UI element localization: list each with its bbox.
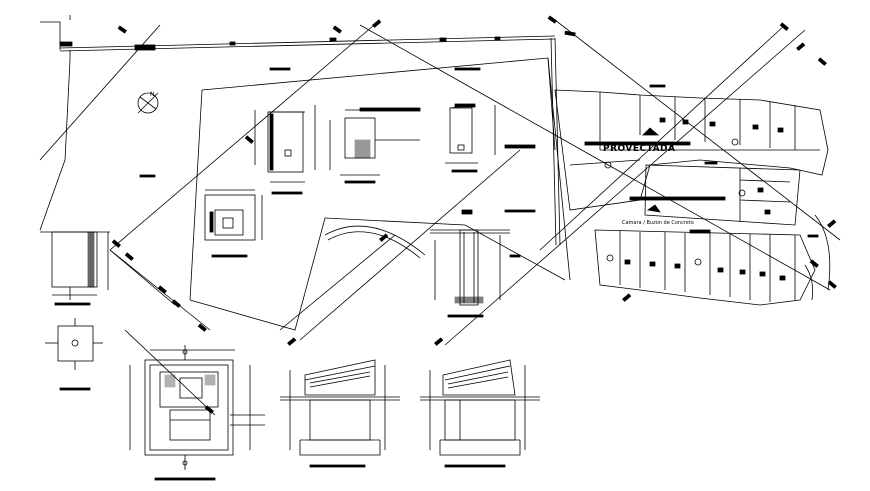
boundary-road: [40, 15, 556, 60]
building-block-lower: [594, 229, 816, 306]
detail-section-a: [254, 105, 316, 195]
chamber-label: Camara / Buzon de Concreto: [622, 220, 694, 226]
right-edge-boundary: [804, 214, 831, 301]
large-plan-detail: [129, 345, 265, 481]
proposed-area-label: PROVECTADA: [603, 144, 676, 154]
unit-markers: [624, 84, 819, 281]
detail-section-left: [40, 231, 110, 306]
curved-walkway: [324, 225, 426, 259]
building-block-upper: [554, 89, 829, 226]
section-elevation-1: [280, 359, 400, 468]
site-boundary: [39, 37, 571, 331]
svg-text:N: N: [150, 91, 155, 98]
diagonal-reference-lines: [39, 19, 841, 416]
detail-section-b: [329, 107, 421, 184]
manhole-plan: [45, 318, 103, 391]
diagonal-end-markers: [111, 15, 837, 414]
column-detail: [430, 209, 521, 318]
north-arrow-icon: N: [137, 91, 159, 114]
detail-section-d: [204, 189, 263, 258]
detail-section-c: [445, 103, 536, 173]
section-elevation-2: [420, 359, 540, 468]
